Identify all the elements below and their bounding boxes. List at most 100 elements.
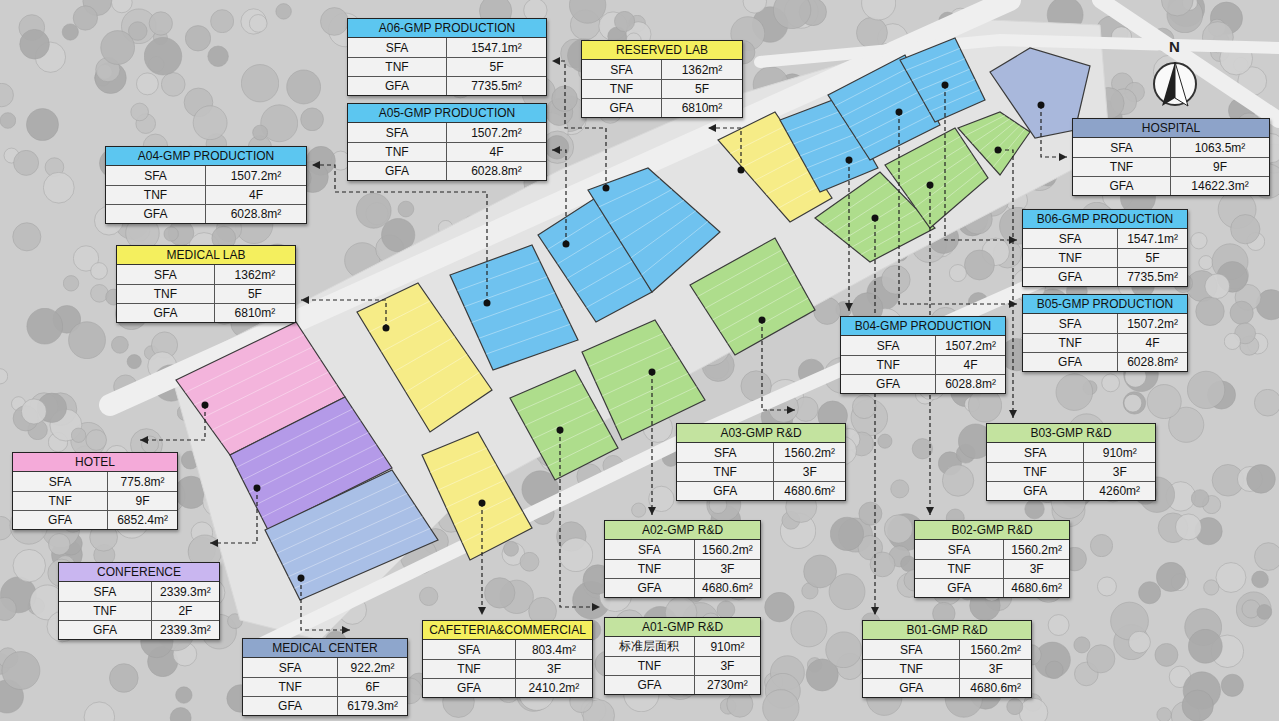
row-label: TNF bbox=[93, 604, 116, 618]
table-cell: TNF bbox=[59, 601, 152, 620]
table-cell: GFA bbox=[915, 578, 1004, 597]
floor-line bbox=[548, 435, 611, 466]
tree bbox=[1254, 389, 1279, 416]
tree bbox=[1007, 699, 1023, 715]
building bbox=[588, 168, 720, 292]
building-mass bbox=[422, 432, 532, 560]
table-cell: SFA bbox=[348, 38, 447, 57]
table-cell: TNF bbox=[106, 185, 206, 204]
table-header-band: B04-GMP PRODUCTION bbox=[841, 317, 1005, 336]
table-cell: GFA bbox=[863, 678, 960, 697]
table-cell: GFA bbox=[13, 510, 108, 529]
row-label: SFA bbox=[714, 446, 737, 460]
leader-dot bbox=[927, 182, 934, 189]
leader-line bbox=[312, 165, 487, 303]
row-value: 5F bbox=[1146, 251, 1160, 265]
table-cell: 3F bbox=[695, 656, 760, 675]
table-header: MEDICAL CENTER bbox=[272, 641, 378, 655]
row-label: SFA bbox=[877, 339, 900, 353]
row-label: TNF bbox=[1058, 336, 1081, 350]
building bbox=[422, 432, 532, 560]
tree bbox=[881, 265, 910, 294]
table-grid: SFA803.4m²TNF3FGFA2410.2m² bbox=[423, 640, 592, 697]
row-value: 2339.3m² bbox=[160, 585, 211, 599]
building bbox=[900, 38, 985, 122]
tree bbox=[830, 517, 863, 550]
callout-table: A05-GMP PRODUCTIONSFA1507.2m²TNF4FGFA602… bbox=[347, 103, 547, 181]
row-value: 9F bbox=[1213, 160, 1227, 174]
table-cell: SFA bbox=[863, 640, 960, 659]
tree bbox=[632, 503, 646, 517]
floor-line bbox=[457, 261, 540, 291]
row-label: TNF bbox=[278, 680, 301, 694]
table-header-band: B06-GMP PRODUCTION bbox=[1023, 210, 1187, 229]
row-value: 803.4m² bbox=[532, 643, 576, 657]
tree bbox=[1216, 563, 1246, 593]
table-cell: 3F bbox=[960, 659, 1031, 678]
table-cell: 9F bbox=[108, 491, 177, 510]
table-grid: SFA1507.2m²TNF4FGFA6028.8m² bbox=[841, 336, 1005, 393]
table-cell: 7735.5m² bbox=[1118, 267, 1187, 286]
tree bbox=[1255, 543, 1279, 571]
table-cell: 9F bbox=[1171, 157, 1269, 176]
row-value: 2339.3m² bbox=[160, 623, 211, 637]
table-cell: GFA bbox=[1073, 176, 1171, 195]
leader-line bbox=[210, 488, 257, 543]
tree bbox=[13, 223, 41, 251]
row-label: GFA bbox=[609, 101, 633, 115]
table-cell: 14622.3m² bbox=[1171, 176, 1269, 195]
row-label: SFA bbox=[386, 41, 409, 55]
row-label: GFA bbox=[1058, 355, 1082, 369]
callout-table: A02-GMP R&DSFA1560.2m²TNF3FGFA4680.6m² bbox=[604, 520, 761, 598]
tree bbox=[1161, 0, 1193, 16]
table-cell: GFA bbox=[117, 303, 215, 322]
tree bbox=[891, 480, 909, 498]
row-value: 775.8m² bbox=[121, 475, 165, 489]
floor-line bbox=[185, 335, 304, 393]
tree bbox=[0, 113, 16, 129]
tree bbox=[520, 552, 539, 571]
floor-line bbox=[986, 125, 1020, 159]
row-value: 3F bbox=[1030, 562, 1044, 576]
tree bbox=[878, 434, 892, 448]
floor-line bbox=[754, 155, 804, 181]
table-cell: 5F bbox=[1118, 248, 1187, 267]
row-value: 1507.2m² bbox=[471, 126, 522, 140]
floor-line bbox=[418, 372, 480, 412]
row-value: 7735.5m² bbox=[1127, 270, 1178, 284]
floor-line bbox=[464, 277, 547, 307]
row-value: 4260m² bbox=[1099, 484, 1140, 498]
row-label: GFA bbox=[385, 79, 409, 93]
callout-table: B05-GMP PRODUCTIONSFA1507.2m²TNF4FGFA602… bbox=[1022, 294, 1188, 372]
row-value: 14622.3m² bbox=[1191, 179, 1248, 193]
callout-table: HOTELSFA775.8m²TNF9FGFA6852.4m² bbox=[12, 452, 178, 530]
tree bbox=[27, 308, 63, 344]
floor-line bbox=[631, 211, 696, 258]
table-grid: SFA922.2m²TNF6FGFA6179.3m² bbox=[243, 658, 407, 715]
row-value: 3F bbox=[803, 465, 817, 479]
tree bbox=[398, 201, 414, 217]
table-cell: 1507.2m² bbox=[447, 123, 546, 142]
floor-line bbox=[923, 79, 975, 101]
floor-line bbox=[577, 260, 635, 293]
tree bbox=[1102, 374, 1120, 392]
row-value: 3F bbox=[547, 662, 561, 676]
table-header: A02-GMP R&D bbox=[642, 523, 723, 537]
tree bbox=[856, 17, 887, 48]
floor-line bbox=[203, 360, 321, 418]
row-label: GFA bbox=[143, 207, 167, 221]
table-header-band: HOTEL bbox=[13, 453, 177, 472]
row-value: 910m² bbox=[710, 640, 744, 654]
tree bbox=[1199, 256, 1213, 270]
tree bbox=[1224, 333, 1240, 349]
table-cell: 910m² bbox=[695, 637, 760, 656]
row-value: 6028.8m² bbox=[471, 164, 522, 178]
row-value: 7735.5m² bbox=[471, 79, 522, 93]
floor-line bbox=[609, 373, 689, 410]
callout-table: B06-GMP PRODUCTIONSFA1547.1m²TNF5FGFA773… bbox=[1022, 209, 1188, 287]
leader-dot bbox=[603, 185, 610, 192]
tree bbox=[13, 549, 45, 581]
row-value: 5F bbox=[489, 60, 503, 74]
